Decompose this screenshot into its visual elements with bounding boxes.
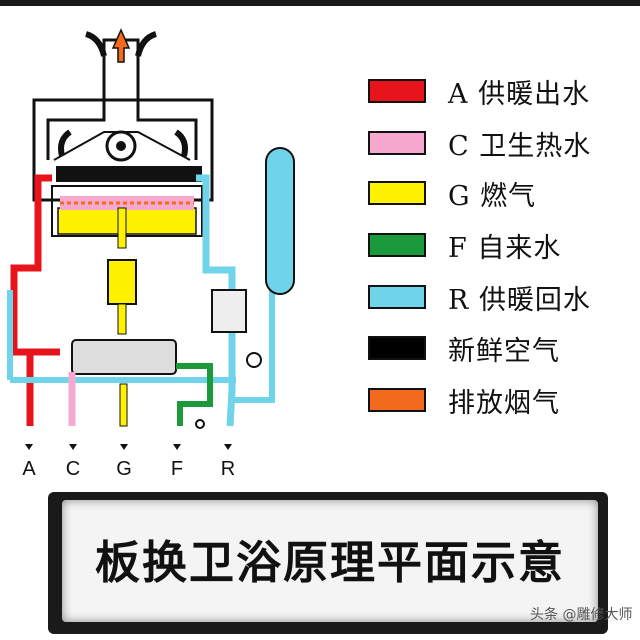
legend-item-tap-water: F 自来水 xyxy=(368,232,561,264)
plate-heat-exchanger xyxy=(71,339,177,375)
fresh-air-arrow-right xyxy=(135,31,158,57)
port-label-f: F xyxy=(170,458,184,480)
gas-inlet xyxy=(119,383,128,427)
gas-pipe xyxy=(117,303,127,335)
port-label-g: G xyxy=(116,458,132,480)
circulation-pump xyxy=(211,289,247,333)
legend-swatch xyxy=(368,233,426,257)
legend-swatch xyxy=(368,181,426,205)
heating-return-pipe xyxy=(196,174,236,427)
gas-manifold xyxy=(117,207,127,249)
main-heat-exchanger xyxy=(56,166,202,182)
expansion-vessel xyxy=(265,147,295,295)
legend-item-gas: G 燃气 xyxy=(368,180,536,212)
port-label-c: C xyxy=(65,458,81,480)
watermark: 头条 @雕修大师 xyxy=(530,607,633,623)
burner xyxy=(57,207,197,235)
top-border xyxy=(0,0,640,6)
legend-swatch xyxy=(368,79,426,103)
combustion-chamber xyxy=(51,185,203,237)
diagram-title: 板换卫浴原理平面示意 xyxy=(94,536,565,589)
heating-flow-pipe xyxy=(10,174,52,426)
port-label-a: A xyxy=(22,458,36,480)
pressure-gauge xyxy=(246,352,262,368)
legend-item-domestic-hot-water: C 卫生热水 xyxy=(368,130,591,162)
legend-swatch xyxy=(368,336,426,360)
fresh-air-arrow-lower-right xyxy=(174,129,188,157)
gas-valve xyxy=(107,259,137,305)
fresh-air-arrow-left xyxy=(84,31,107,57)
legend-item-heating-return: R 供暖回水 xyxy=(368,284,591,316)
cold-water-pipe xyxy=(176,363,213,426)
exhaust-arrow-center xyxy=(111,28,131,63)
legend-item-heating-flow: A 供暖出水 xyxy=(368,78,590,110)
legend-item-fresh-air: 新鲜空气 xyxy=(368,335,560,367)
fan-hub xyxy=(116,141,126,151)
legend-swatch xyxy=(368,131,426,155)
title-panel xyxy=(62,500,598,622)
legend-swatch xyxy=(368,285,426,309)
fresh-air-arrow-lower-left xyxy=(58,129,72,157)
port-label-r: R xyxy=(220,458,236,480)
legend-swatch xyxy=(368,388,426,412)
legend-item-exhaust-gas: 排放烟气 xyxy=(368,387,560,419)
